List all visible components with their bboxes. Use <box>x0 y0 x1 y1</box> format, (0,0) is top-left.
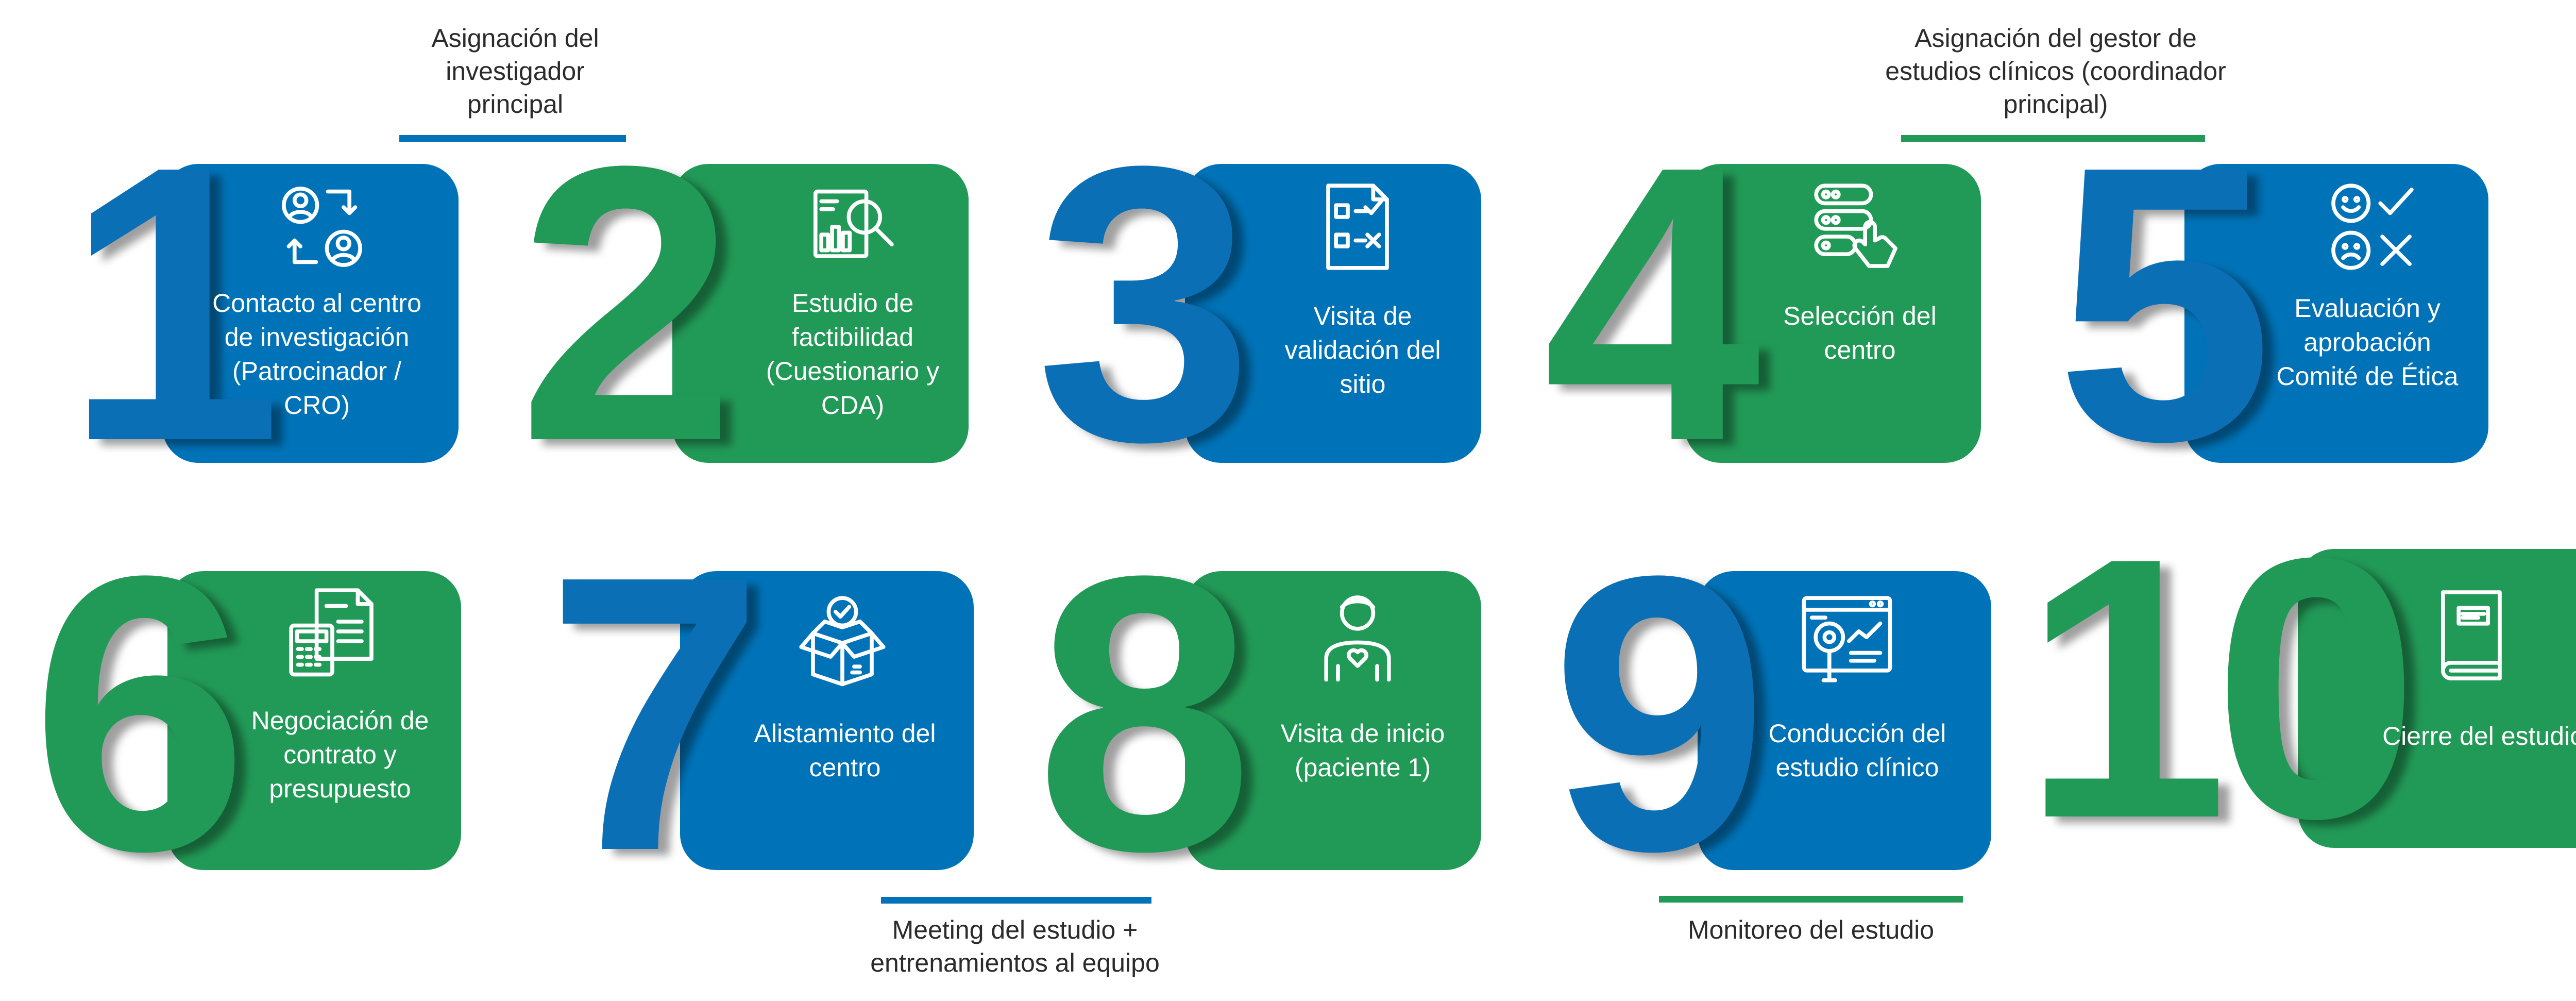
step-1-number: 1 <box>64 85 282 523</box>
annotation-monitoreo: Monitoreo del estudio <box>1687 915 1935 944</box>
annotation-monitoreo-bar <box>1659 896 1963 903</box>
open-box-check-icon <box>793 590 891 688</box>
step-9-label: Conducción del estudio clínico <box>1768 719 1946 782</box>
step-9-number: 9 <box>1551 495 1769 932</box>
step-10-card <box>2298 549 2576 848</box>
step-7-label: Alistamiento del centro <box>754 719 936 782</box>
annotation-investigador: Asignación del investigador principal <box>431 24 599 119</box>
step-3-label: Visita de validación del sitio <box>1284 302 1441 398</box>
step-8-card <box>1185 571 1481 870</box>
step-6-number: 6 <box>31 495 249 932</box>
step-7-number: 7 <box>546 495 764 932</box>
step-4-number: 4 <box>1543 85 1761 523</box>
step-6-card <box>167 571 461 870</box>
document-magnifier-icon <box>804 178 902 276</box>
step-4-label: Selección del centro <box>1783 302 1937 364</box>
smiley-check-cross-icon <box>2324 178 2421 276</box>
server-click-icon <box>1808 178 1906 276</box>
two-people-exchange-icon <box>273 178 371 276</box>
annotation-gestor-bar <box>1901 135 2205 142</box>
step-2-label: Estudio de factibilidad (Cuestionario y … <box>766 289 940 420</box>
step-3-number: 3 <box>1036 85 1253 523</box>
checklist-icon <box>1309 178 1406 276</box>
annotation-investigador-bar <box>399 135 626 142</box>
step-10-number: 10 <box>2022 480 2419 895</box>
step-2-card <box>672 164 969 463</box>
step-4-card <box>1685 164 1981 463</box>
annotation-gestor: Asignación del gestor de estudios clínic… <box>1885 24 2226 119</box>
step-5-label: Evaluación y aprobación Comité de Ética <box>2276 294 2459 391</box>
annotation-meeting-bar <box>881 897 1151 904</box>
step-8-label: Visita de inicio (paciente 1) <box>1280 719 1445 782</box>
browser-analytics-icon <box>1798 590 1896 688</box>
patient-icon <box>1309 588 1406 686</box>
step-3-card <box>1185 164 1481 463</box>
calculator-document-icon <box>283 582 381 680</box>
step-5-number: 5 <box>2056 85 2274 523</box>
closed-book-icon <box>2421 582 2519 680</box>
step-6-label: Negociación de contrato y presupuesto <box>251 706 429 803</box>
step-10-label: Cierre del estudio <box>2382 722 2576 750</box>
step-1-label: Contacto al centro de investigación (Pat… <box>212 289 421 420</box>
step-8-number: 8 <box>1036 495 1253 932</box>
annotation-meeting: Meeting del estudio + entrenamientos al … <box>870 915 1160 977</box>
step-2-number: 2 <box>518 85 736 523</box>
step-9-card <box>1698 571 1991 870</box>
